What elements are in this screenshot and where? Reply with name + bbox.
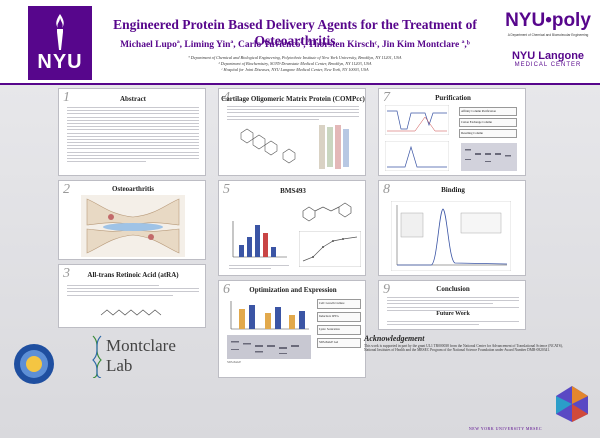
- conclusion-text: [387, 297, 519, 313]
- affiliation-c: ᶜ Hospital for Joint Diseases, NYU Lango…: [221, 67, 369, 72]
- panel-title: BMS493: [280, 187, 306, 195]
- optimization-gel: [227, 335, 311, 359]
- montclare-lab-line1: Montclare: [106, 336, 176, 355]
- optimization-step-box: Cell: Growth Culture: [317, 299, 361, 309]
- affiliation-b: ᵇ Department of Biochemistry, SUNY-Downs…: [218, 61, 372, 66]
- bms493-caption: [229, 265, 289, 271]
- panel-title: Optimization and Expression: [249, 286, 337, 294]
- footer-text: NEW YORK UNIVERSITY MRSEC: [468, 426, 542, 431]
- purification-step-box: Desalting Column: [459, 129, 517, 138]
- acknowledgement-text: This work is supported in part by the gr…: [364, 344, 563, 353]
- nyu-langone-logo: NYU Langone MEDICAL CENTER: [504, 50, 592, 68]
- bms493-curve-plot: [299, 231, 361, 267]
- bms493-bar-chart: [232, 221, 287, 258]
- nyu-poly-subtitle: A Department of Chemical and Biomolecula…: [507, 33, 589, 37]
- purification-gel: [461, 143, 517, 171]
- binding-plot: [391, 201, 511, 271]
- langone-main-text: NYU Langone: [511, 50, 585, 62]
- panel-atra: 3 All-trans Retinoic Acid (atRA): [58, 264, 206, 328]
- panel-purification: 7 Purification Affinity Column Purificat…: [378, 88, 526, 176]
- panel-number: 2: [63, 182, 70, 197]
- future-work-title: Future Work: [436, 311, 470, 317]
- montclare-lab-logo: Montclare Lab: [90, 330, 210, 390]
- nsf-logo: [12, 342, 56, 386]
- optimization-step-box: Lysis: Sonication: [317, 325, 361, 335]
- optimization-chart: [230, 301, 309, 330]
- purification-chromatogram-2: [385, 141, 449, 171]
- compcc-text: [227, 106, 359, 122]
- panel-compcc: 4 Cartilage Oligomeric Matrix Protein (C…: [218, 88, 366, 176]
- nyu-poly-logo-text: NYU•poly: [505, 10, 591, 31]
- affiliation-a: ª Department of Chemical and Biological …: [188, 55, 402, 60]
- panel-binding: 8 Binding: [378, 180, 526, 276]
- abstract-text: [67, 107, 199, 164]
- panel-bms493: 5 BMS493: [218, 180, 366, 276]
- atra-text: [67, 285, 199, 298]
- panel-title: Purification: [435, 94, 471, 102]
- langone-sub-text: MEDICAL CENTER: [514, 62, 582, 68]
- optimization-step-box: Induction: IPTG: [317, 312, 361, 322]
- panel-number: 8: [383, 182, 390, 197]
- panel-title: Osteoarthritis: [112, 185, 154, 193]
- compcc-structures: [240, 125, 349, 169]
- purification-step-box: Cation Exchange Column: [459, 118, 517, 127]
- poster-authors: Michael Lupoª, Liming Yinª, Carlo Yuvien…: [120, 40, 470, 50]
- joint-diagram: [81, 195, 185, 257]
- panel-title: Cartilage Oligomeric Matrix Protein (COM…: [221, 95, 365, 103]
- panel-conclusion: 9 Conclusion Future Work: [378, 280, 526, 330]
- panel-title: All-trans Retinoic Acid (atRA): [87, 271, 179, 279]
- panel-number: 6: [223, 282, 230, 297]
- panel-title: Abstract: [119, 95, 147, 103]
- panel-abstract: 1 Abstract: [58, 88, 206, 176]
- panel-number: 1: [63, 90, 70, 105]
- gel-label: SDS-PAGE: [227, 360, 242, 364]
- panel-number: 4: [223, 90, 230, 105]
- poster-header: NYU Engineered Protein Based Delivery Ag…: [0, 0, 600, 83]
- montclare-lab-line2: Lab: [106, 356, 133, 375]
- panel-number: 9: [383, 282, 390, 297]
- nyu-logo: NYU: [28, 6, 92, 80]
- optimization-step-box: SDS-PAGE Gel: [317, 338, 361, 348]
- nyu-poly-logo: NYU•poly A Department of Chemical and Bi…: [504, 10, 592, 37]
- nsf-seal-icon: [14, 344, 54, 384]
- panel-title: Conclusion: [436, 285, 470, 293]
- poster-title: Engineered Protein Based Delivery Agents…: [113, 17, 477, 48]
- panel-number: 5: [223, 182, 230, 197]
- bms493-structure: [302, 202, 352, 222]
- torch-icon: [56, 14, 64, 50]
- panel-osteoarthritis: 2 Osteoarthritis: [58, 180, 206, 260]
- panel-number: 7: [383, 90, 390, 105]
- purification-step-box: Affinity Column Purification: [459, 107, 517, 116]
- atra-structure: [100, 309, 162, 316]
- dna-helix-icon: [92, 335, 102, 378]
- future-work-text: [387, 321, 519, 327]
- panel-optimization: 6 Optimization and Expression Cell: Grow…: [218, 280, 366, 378]
- acknowledgement-title: Acknowledgement: [364, 334, 425, 343]
- purification-chromatogram-1: [385, 105, 449, 135]
- panel-number: 3: [63, 266, 70, 281]
- nyu-logo-text: NYU: [37, 51, 83, 73]
- panel-title: Binding: [441, 186, 465, 194]
- mrsec-sphere-logo: [556, 386, 588, 422]
